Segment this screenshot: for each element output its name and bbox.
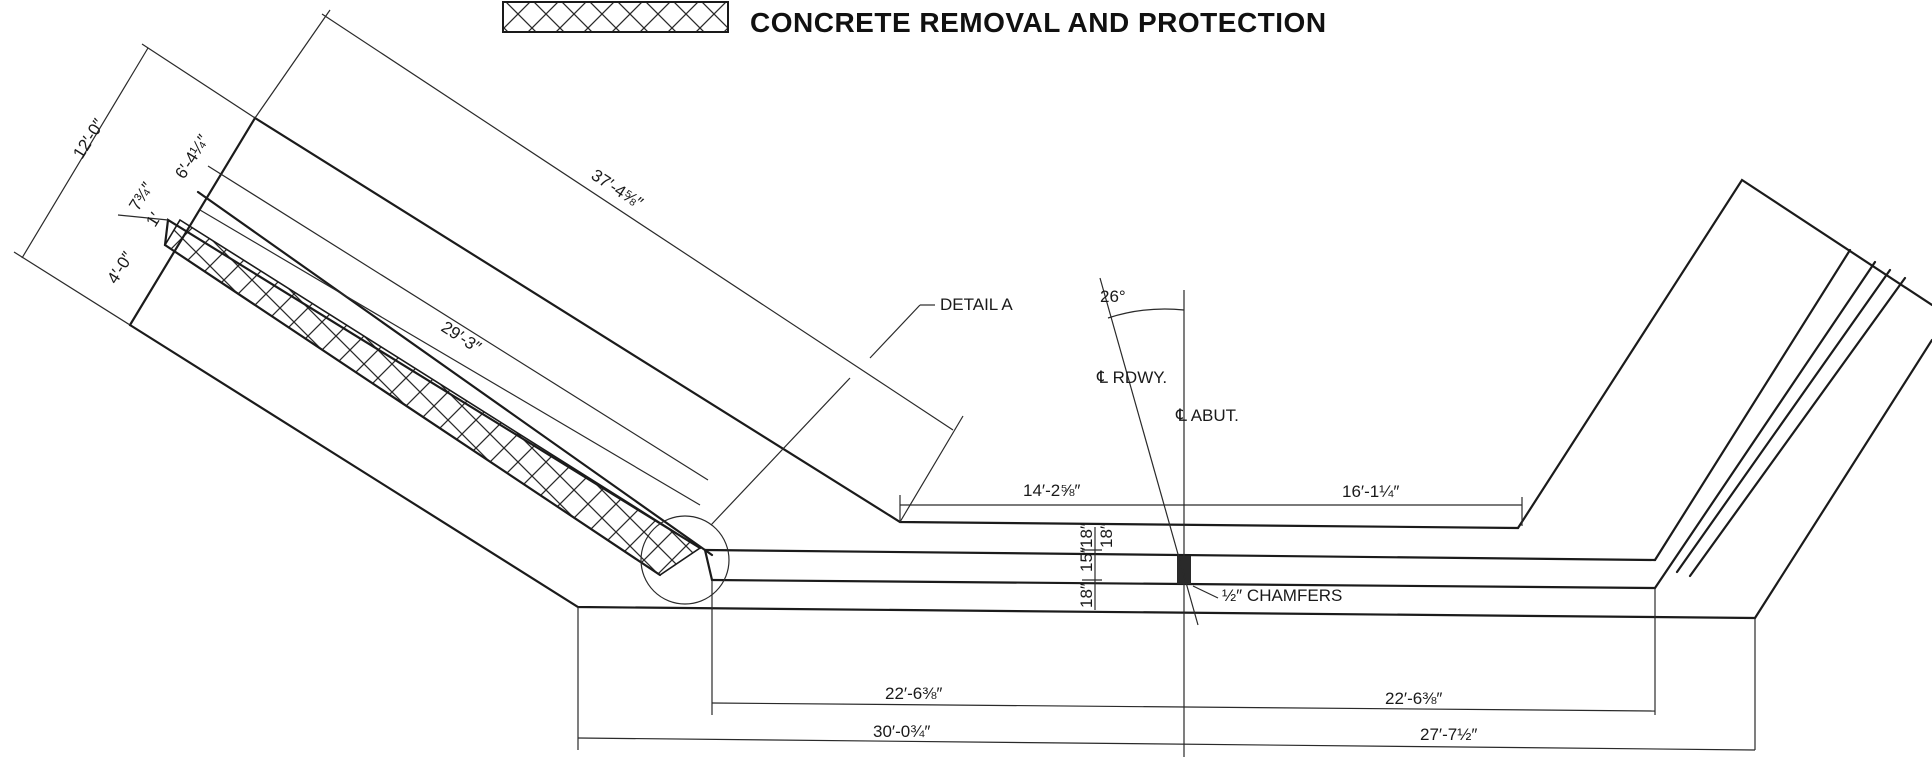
dim-offset-b: 7¾″ — [125, 179, 157, 214]
vertical-dimensions: 18″ 15″ 18″ 18″ — [1077, 523, 1116, 610]
chamfers-label: ½″ CHAMFERS — [1222, 586, 1342, 605]
cl-abutment-label: ℄ ABUT. — [1175, 406, 1239, 425]
dim-vert-4: 18″ — [1077, 583, 1096, 608]
bottom-dimensions: 22′-6⅜″ 22′-6⅜″ 30′-0¾″ 27′-7½″ — [577, 580, 1756, 751]
dim-offset-c: 1′ — [142, 209, 165, 230]
legend-label: CONCRETE REMOVAL AND PROTECTION — [750, 7, 1327, 38]
dim-offset-a: 6′-4¼″ — [171, 131, 213, 182]
dim-top-left: 14′-2⅝″ — [1023, 481, 1080, 500]
legend: CONCRETE REMOVAL AND PROTECTION — [502, 1, 1327, 38]
dim-top-right: 16′-1¼″ — [1342, 482, 1399, 501]
dim-overall-width: 12′-0″ — [69, 115, 108, 162]
angle-label: 26° — [1100, 287, 1126, 306]
dim-bot-right: 27′-7½″ — [1420, 725, 1477, 744]
top-dimensions: 14′-2⅝″ 16′-1¼″ — [899, 481, 1523, 526]
dim-wing-length: 37′-4⅝″ — [588, 165, 647, 212]
dim-vert-2: 15″ — [1077, 547, 1096, 572]
dim-offset-d: 4′-0″ — [103, 248, 137, 287]
dim-bot-left: 30′-0¾″ — [873, 722, 930, 741]
centerlines: 26° ℄ RDWY. ℄ ABUT. ½″ CHAMFERS — [1096, 277, 1342, 757]
dim-mid-right: 22′-6⅜″ — [1385, 689, 1442, 708]
dim-mid-left: 22′-6⅜″ — [885, 684, 942, 703]
dim-vert-3: 18″ — [1097, 523, 1116, 548]
abutment-seat — [703, 548, 1657, 590]
detail-a-callout: DETAIL A — [640, 295, 1013, 605]
dim-hatch-length: 29′-3″ — [438, 317, 485, 356]
left-wing-wall — [128, 116, 1757, 620]
detail-a-label: DETAIL A — [940, 295, 1013, 314]
dim-vert-1: 18″ — [1077, 523, 1096, 548]
hatch-legend-swatch — [502, 1, 729, 33]
right-wing-wall — [1516, 178, 1932, 620]
cl-roadway-label: ℄ RDWY. — [1096, 368, 1167, 387]
